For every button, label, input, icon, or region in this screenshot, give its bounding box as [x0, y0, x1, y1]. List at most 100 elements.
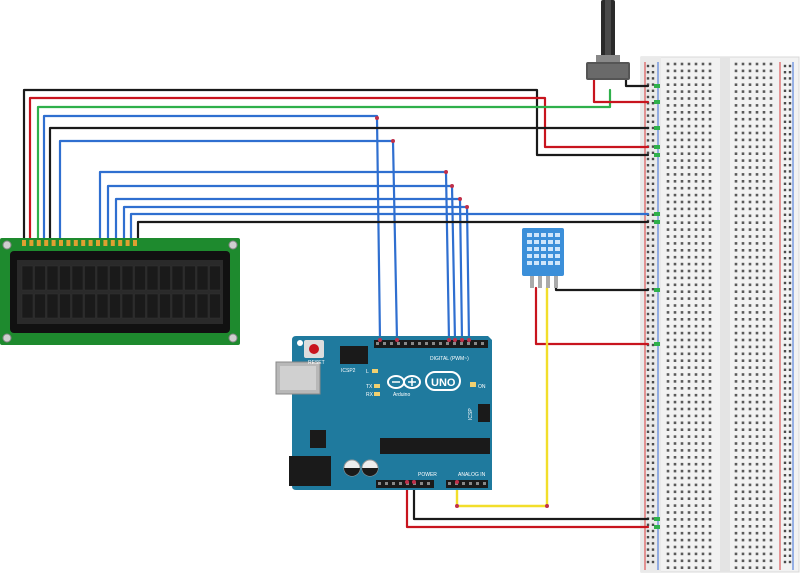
breadboard-hole [694, 366, 698, 369]
breadboard-hole [769, 442, 773, 445]
breadboard-hole [694, 490, 698, 494]
rail-hole [646, 350, 650, 353]
breadboard-hole [673, 145, 677, 149]
breadboard-hole [741, 428, 745, 431]
breadboard-hole [762, 117, 766, 121]
rail-hole [651, 449, 655, 452]
breadboard-hole [762, 83, 766, 86]
breadboard-holes [646, 62, 792, 569]
rail-hole [651, 89, 655, 92]
breadboard-hole [694, 62, 698, 66]
lcd-cell [171, 293, 184, 319]
breadboard-hole [769, 380, 773, 383]
dht-vent [541, 254, 546, 258]
breadboard-hole [762, 318, 766, 321]
rail-hole [651, 474, 655, 477]
rail-hole [788, 232, 792, 235]
breadboard-hole [769, 407, 773, 411]
breadboard-hole [741, 359, 745, 362]
breadboard-hole [748, 462, 752, 466]
dht-vent [534, 247, 539, 251]
breadboard-hole [769, 228, 773, 231]
breadboard-hole [734, 566, 738, 569]
breadboard-hole [666, 262, 670, 266]
breadboard-hole [741, 83, 745, 86]
breadboard-hole [769, 214, 773, 218]
breadboard-hole [762, 407, 766, 411]
breadboard-hole [741, 559, 745, 563]
mount-hole-icon [297, 340, 303, 346]
breadboard-hole [741, 228, 745, 231]
breadboard-hole [673, 469, 677, 473]
breadboard-hole [741, 373, 745, 376]
rail-hole [651, 560, 655, 564]
breadboard-hole [701, 373, 705, 376]
breadboard-hole [708, 235, 712, 238]
rail-hole [783, 325, 787, 328]
breadboard-hole [673, 525, 677, 528]
breadboard-hole [741, 214, 745, 218]
lcd-cell [84, 293, 96, 319]
breadboard-hole [687, 462, 691, 466]
rail-hole [783, 238, 787, 241]
breadboard-hole [673, 283, 677, 287]
breadboard-hole [701, 345, 705, 349]
breadboard-hole [741, 324, 745, 328]
breadboard-hole [701, 193, 705, 197]
breadboard-hole [755, 290, 759, 293]
breadboard-hole [708, 456, 712, 459]
breadboard-hole [687, 62, 691, 66]
breadboard-hole [680, 159, 684, 162]
breadboard-hole [769, 117, 773, 121]
breadboard-hole [741, 552, 745, 556]
rail-hole [646, 393, 650, 396]
rail-hole [651, 306, 655, 309]
breadboard-hole [680, 214, 684, 218]
breadboard-hole [769, 207, 773, 211]
wire-dht-data [455, 286, 549, 508]
breadboard-hole [748, 456, 752, 459]
breadboard-hole [666, 111, 670, 114]
breadboard-hole [680, 462, 684, 466]
breadboard-hole [701, 255, 705, 259]
breadboard-hole [673, 428, 677, 431]
breadboard-hole [748, 117, 752, 121]
breadboard-hole [673, 186, 677, 190]
breadboard-hole [769, 290, 773, 293]
breadboard-hole [687, 407, 691, 411]
breadboard-hole [755, 104, 759, 107]
breadboard-hole [701, 166, 705, 169]
breadboard-hole [762, 152, 766, 155]
rail-hole [646, 133, 650, 136]
rail-hole [646, 164, 650, 167]
lcd-cell [184, 293, 196, 319]
breadboard-hole [769, 104, 773, 107]
breadboard-hole [741, 518, 745, 521]
breadboard-hole [666, 276, 670, 280]
breadboard-hole [734, 331, 738, 335]
breadboard-hole [666, 407, 670, 411]
dht-vent [534, 254, 539, 258]
breadboard-hole [769, 400, 773, 404]
lcd-cell [209, 265, 221, 291]
breadboard-hole [748, 511, 752, 514]
rail-hole [788, 114, 792, 117]
breadboard-hole [708, 152, 712, 155]
breadboard-hole [687, 414, 691, 418]
rail-hole [783, 164, 787, 167]
breadboard-hole [755, 490, 759, 494]
rail-hole [651, 238, 655, 241]
breadboard-hole [666, 104, 670, 107]
breadboard-hole [748, 497, 752, 500]
rail-hole [788, 201, 792, 204]
rail-hole [783, 443, 787, 446]
breadboard-hole [748, 221, 752, 224]
breadboard-hole [673, 318, 677, 321]
rail-hole [783, 393, 787, 396]
rail-hole [783, 337, 787, 340]
breadboard-hole [673, 518, 677, 521]
breadboard-hole [694, 290, 698, 293]
rail-hole [783, 424, 787, 427]
breadboard-hole [755, 311, 759, 314]
breadboard-hole [687, 138, 691, 142]
